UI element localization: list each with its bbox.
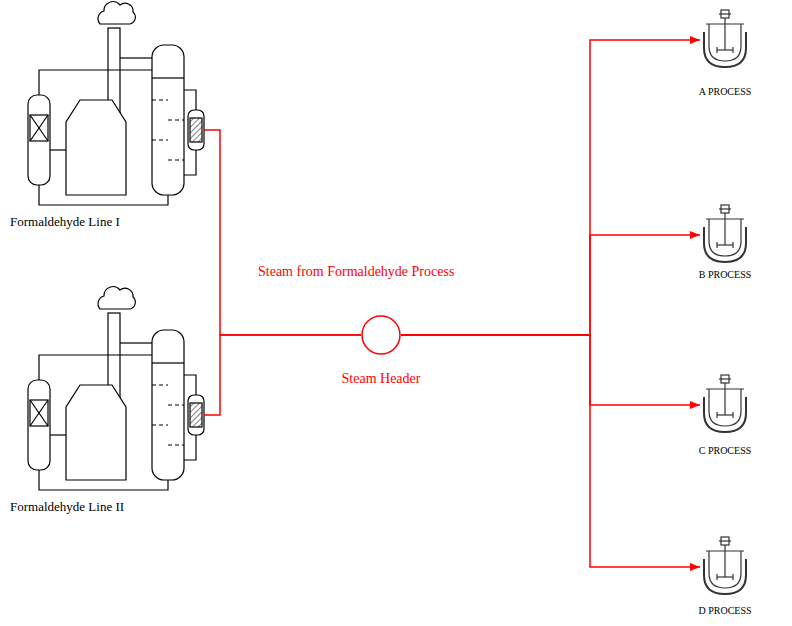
- steam-pipe: [204, 414, 215, 416]
- process-reactor: A PROCESS: [700, 10, 750, 68]
- steam-line: [401, 235, 700, 335]
- process-label: A PROCESS: [699, 86, 752, 98]
- formaldehyde-plant: [28, 287, 204, 490]
- formaldehyde-plant: [28, 2, 204, 205]
- process-label: C PROCESS: [699, 445, 752, 457]
- reactor-symbol: [700, 537, 750, 595]
- process-label: B PROCESS: [699, 269, 752, 281]
- steam-line: [401, 40, 700, 335]
- reactor-symbol: [700, 10, 750, 68]
- header-label: Steam Header: [342, 371, 421, 388]
- steam-pipe: [204, 129, 215, 131]
- steam-line: [215, 335, 361, 415]
- steam-line: [401, 335, 700, 567]
- plant-label: Formaldehyde Line II: [10, 499, 124, 515]
- process-reactor: B PROCESS: [700, 205, 750, 263]
- steam-line: [215, 130, 361, 335]
- reactor-symbol: [700, 375, 750, 433]
- header-circle: [361, 315, 401, 355]
- steam-header: Steam Header: [361, 315, 401, 355]
- flow-label: Steam from Formaldehyde Process: [258, 264, 454, 281]
- process-label: D PROCESS: [698, 605, 751, 617]
- plant-node: Formaldehyde Line II: [5, 290, 215, 495]
- plant-node: Formaldehyde Line I: [5, 5, 215, 210]
- process-reactor: C PROCESS: [700, 375, 750, 433]
- process-reactor: D PROCESS: [700, 537, 750, 595]
- steam-line: [401, 335, 700, 405]
- plant-label: Formaldehyde Line I: [10, 214, 120, 230]
- reactor-symbol: [700, 205, 750, 263]
